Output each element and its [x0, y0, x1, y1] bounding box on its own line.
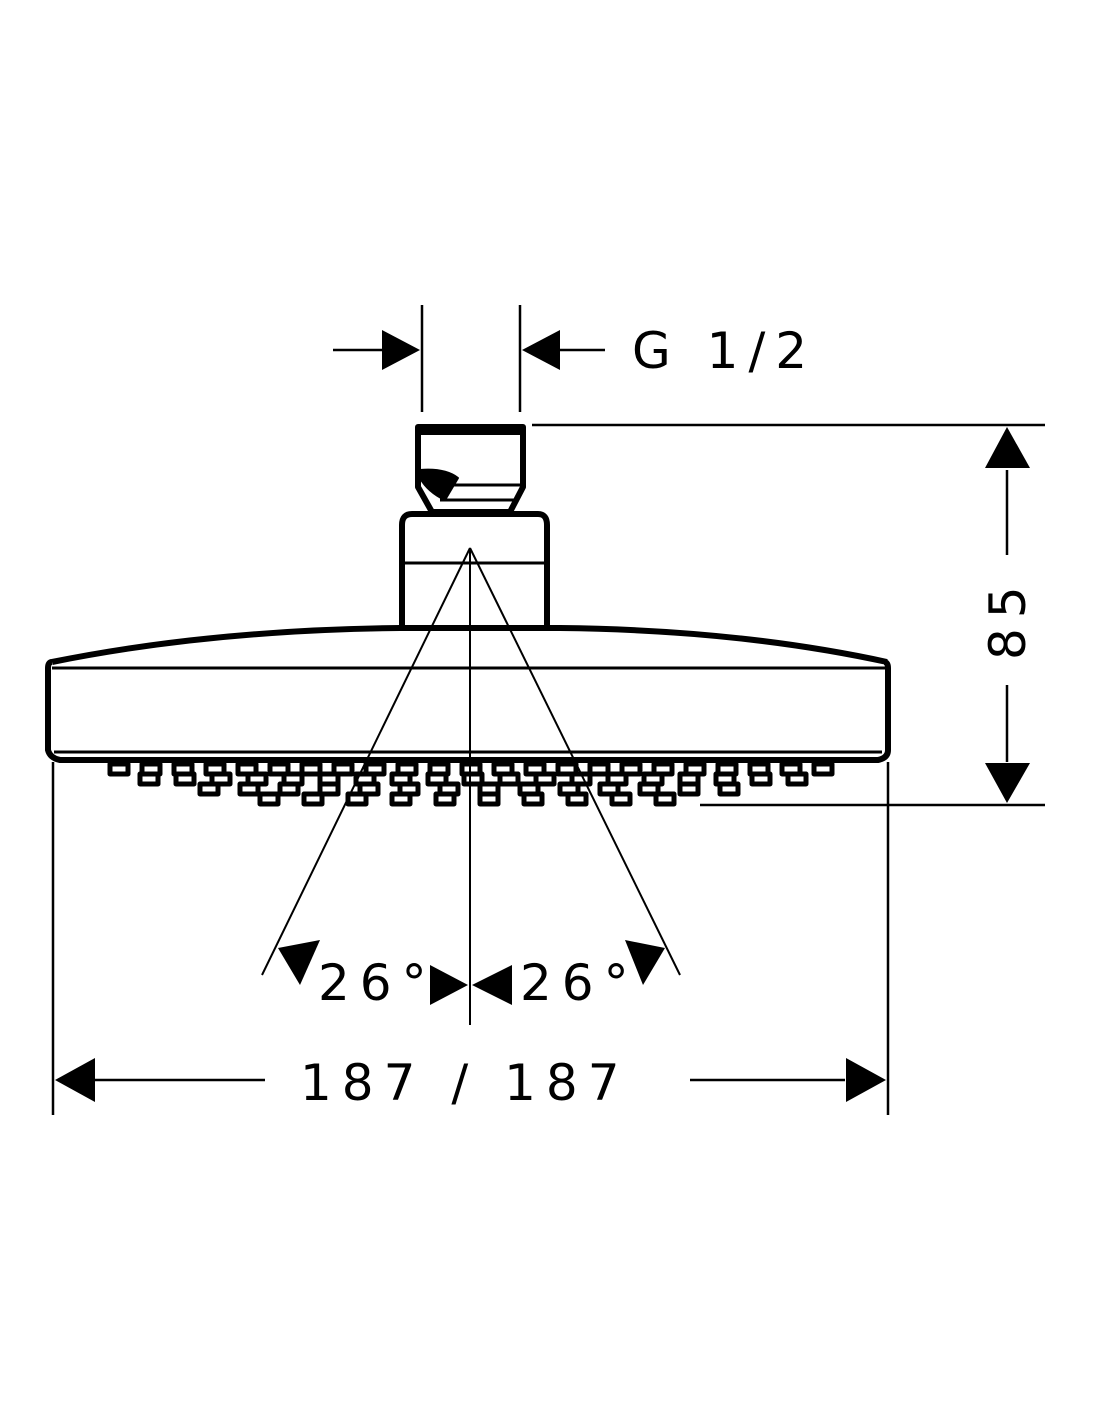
- nozzle: [299, 761, 323, 777]
- thread-size-label: G 1/2: [632, 322, 817, 380]
- nozzle: [137, 771, 161, 787]
- arrow-right-icon: [382, 330, 420, 370]
- nozzle: [677, 781, 701, 797]
- angle-arrow-icon: [430, 965, 468, 1005]
- width-dimension: [51, 762, 890, 1115]
- spray-angle-lines: [261, 547, 681, 1025]
- nozzle: [717, 781, 741, 797]
- nozzle: [425, 771, 449, 787]
- nozzle: [749, 771, 773, 787]
- angle-right-label: 26°: [520, 954, 639, 1012]
- nozzle: [461, 771, 485, 787]
- nozzle: [267, 761, 291, 777]
- nozzle: [555, 761, 579, 777]
- nozzle: [637, 781, 661, 797]
- nozzle: [237, 781, 261, 797]
- nozzle: [597, 781, 621, 797]
- nozzle: [197, 781, 221, 797]
- nozzle: [533, 771, 557, 787]
- angle-arrow-icon: [472, 965, 512, 1005]
- height-dimension: [532, 423, 1045, 807]
- arrow-up-icon: [985, 427, 1030, 468]
- nozzle: [497, 771, 521, 787]
- nozzle: [357, 781, 381, 797]
- connector-body: [399, 511, 550, 628]
- height-label: 85: [979, 576, 1037, 660]
- nozzle: [301, 791, 325, 807]
- nozzle: [173, 771, 197, 787]
- nozzle: [785, 771, 809, 787]
- arrow-left-icon: [55, 1058, 95, 1102]
- nozzle: [433, 791, 457, 807]
- angle-arrow-icon: [278, 940, 320, 985]
- connector-nut: [415, 424, 526, 515]
- nozzle: [619, 761, 643, 777]
- arrow-left-icon: [522, 330, 560, 370]
- nozzle: [609, 791, 633, 807]
- shower-disc: [45, 625, 891, 763]
- nozzle: [331, 761, 355, 777]
- nozzle: [811, 761, 835, 777]
- nozzle: [653, 791, 677, 807]
- nozzle: [477, 791, 501, 807]
- arrow-right-icon: [846, 1058, 886, 1102]
- nozzle: [521, 791, 545, 807]
- arrow-down-icon: [985, 763, 1030, 803]
- nozzle: [565, 791, 589, 807]
- nozzle: [587, 761, 611, 777]
- angle-arrow-icon: [625, 940, 665, 985]
- nozzle: [209, 771, 233, 787]
- angle-left-label: 26°: [318, 954, 437, 1012]
- nozzle: [345, 791, 369, 807]
- nozzle: [389, 791, 413, 807]
- nozzle: [107, 761, 131, 777]
- nozzle: [317, 781, 341, 797]
- width-label: 187 / 187: [300, 1054, 630, 1112]
- nozzle: [277, 781, 301, 797]
- arrowheads: [55, 330, 1030, 1102]
- nozzle: [257, 791, 281, 807]
- thread-dimension: [333, 305, 605, 412]
